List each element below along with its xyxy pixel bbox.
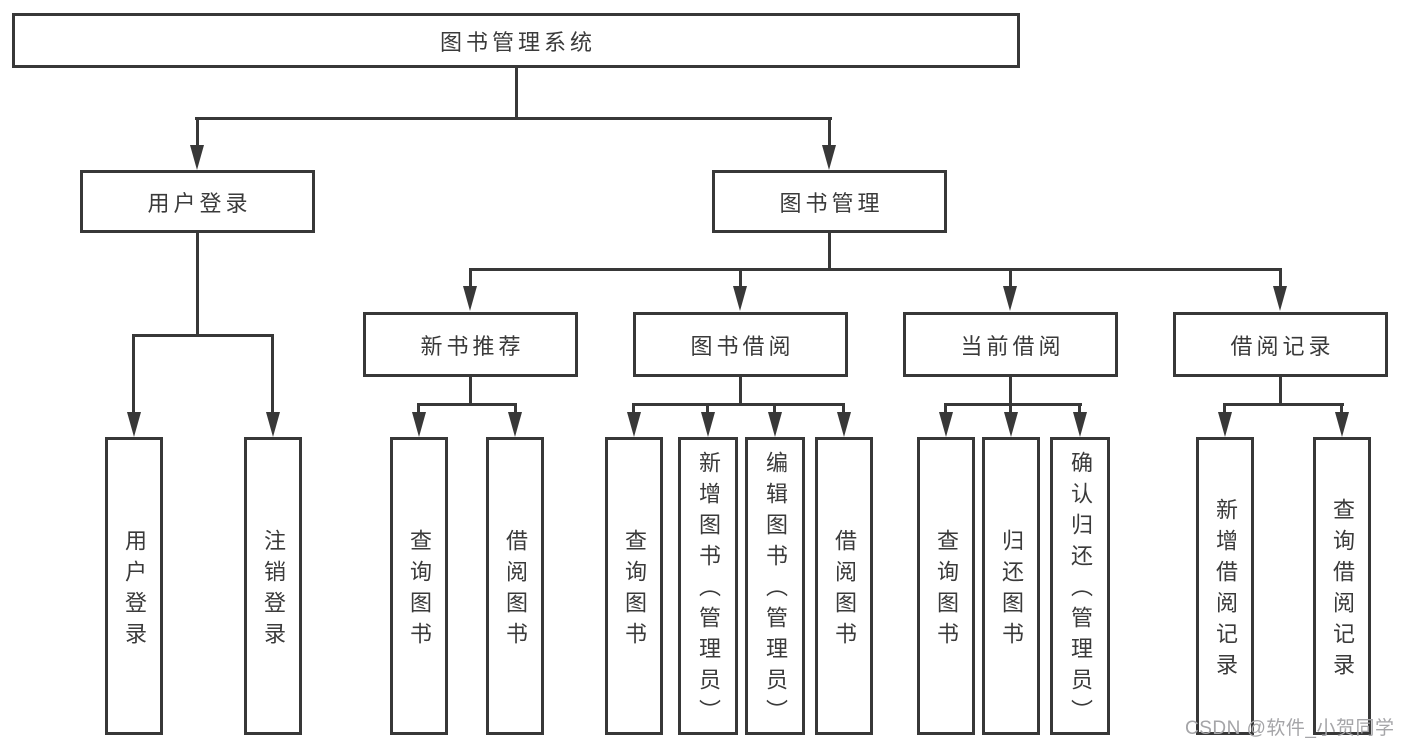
node-label: 查询图书 [407, 528, 432, 653]
node-label: 查询图书 [622, 528, 647, 653]
leaf-return-book: 归还图书 [982, 437, 1040, 735]
arrow-down-icon [939, 412, 953, 437]
branch-book-management: 图书管理 [712, 170, 947, 233]
connector-line [632, 403, 844, 406]
node-label: 图书管理系统 [439, 29, 596, 55]
node-label: 用户登录 [147, 190, 252, 216]
leaf-logout: 注销登录 [244, 437, 302, 735]
node-label: 图书管理 [779, 190, 884, 216]
arrow-down-icon [1004, 412, 1018, 437]
node-label: 归还图书 [999, 528, 1024, 653]
connector-line [195, 117, 832, 120]
arrow-down-icon [508, 412, 522, 437]
connector-line [1279, 377, 1282, 406]
connector-line [469, 268, 472, 289]
connector-line [739, 377, 742, 406]
node-label: 注销登录 [261, 528, 286, 653]
branch-user-login: 用户登录 [80, 170, 315, 233]
connector-line [739, 268, 742, 289]
connector-line [469, 377, 472, 406]
connector-line [1009, 377, 1012, 406]
watermark: CSDN @软件_小贺同学 [1185, 718, 1395, 739]
leaf-add-borrow-record: 新增借阅记录 [1196, 437, 1254, 735]
connector-line [469, 268, 1282, 271]
arrow-down-icon [266, 412, 280, 437]
branch-book-borrow: 图书借阅 [633, 312, 848, 377]
arrow-down-icon [701, 412, 715, 437]
connector-line [417, 403, 420, 415]
connector-line [944, 403, 947, 415]
connector-line [1279, 268, 1282, 289]
node-label: 新书推荐 [420, 333, 525, 359]
node-label: 借阅图书 [503, 528, 528, 653]
arrow-down-icon [733, 286, 747, 311]
connector-line [706, 403, 709, 415]
node-label: 借阅记录 [1230, 333, 1335, 359]
leaf-add-book-admin: 新增图书（管理员） [678, 437, 738, 735]
branch-new-book-recommend: 新书推荐 [363, 312, 578, 377]
leaf-query-books-3: 查询图书 [917, 437, 975, 735]
leaf-borrow-books-2: 借阅图书 [815, 437, 873, 735]
connector-line [842, 403, 845, 415]
node-label: 借阅图书 [832, 528, 857, 653]
node-label: 新增图书（管理员） [696, 451, 721, 730]
branch-current-borrow: 当前借阅 [903, 312, 1118, 377]
connector-line [515, 68, 518, 119]
arrow-down-icon [627, 412, 641, 437]
connector-line [1009, 403, 1012, 415]
leaf-confirm-return-admin: 确认归还（管理员） [1050, 437, 1110, 735]
connector-line [632, 403, 635, 415]
arrow-down-icon [127, 412, 141, 437]
connector-line [1078, 403, 1081, 415]
arrow-down-icon [1073, 412, 1087, 437]
arrow-down-icon [1335, 412, 1349, 437]
connector-line [196, 233, 199, 336]
connector-line [1340, 403, 1343, 415]
connector-line [828, 233, 831, 271]
node-label: 编辑图书（管理员） [763, 451, 788, 730]
node-label: 新增借阅记录 [1213, 497, 1238, 684]
connector-line [196, 117, 199, 147]
arrow-down-icon [1273, 286, 1287, 311]
connector-line [828, 117, 831, 147]
connector-line [514, 403, 517, 415]
arrow-down-icon [463, 286, 477, 311]
node-label: 确认归还（管理员） [1068, 451, 1093, 730]
connector-line [271, 334, 274, 414]
leaf-borrow-books-1: 借阅图书 [486, 437, 544, 735]
leaf-query-borrow-record: 查询借阅记录 [1313, 437, 1371, 735]
arrow-down-icon [412, 412, 426, 437]
connector-line [773, 403, 776, 415]
connector-line [132, 334, 274, 337]
connector-line [417, 403, 517, 406]
node-label: 查询借阅记录 [1330, 497, 1355, 684]
connector-line [944, 403, 1082, 406]
arrow-down-icon [1218, 412, 1232, 437]
arrow-down-icon [190, 145, 204, 170]
connector-line [1223, 403, 1226, 415]
node-label: 图书借阅 [690, 333, 795, 359]
leaf-query-books-2: 查询图书 [605, 437, 663, 735]
arrow-down-icon [837, 412, 851, 437]
branch-borrow-records: 借阅记录 [1173, 312, 1388, 377]
node-root: 图书管理系统 [12, 13, 1020, 68]
leaf-edit-book-admin: 编辑图书（管理员） [745, 437, 805, 735]
leaf-query-books-1: 查询图书 [390, 437, 448, 735]
connector-line [1223, 403, 1344, 406]
arrow-down-icon [1003, 286, 1017, 311]
connector-line [132, 334, 135, 414]
connector-line [1009, 268, 1012, 289]
node-label: 查询图书 [934, 528, 959, 653]
leaf-user-login: 用户登录 [105, 437, 163, 735]
arrow-down-icon [768, 412, 782, 437]
node-label: 用户登录 [122, 528, 147, 653]
node-label: 当前借阅 [960, 333, 1065, 359]
arrow-down-icon [822, 145, 836, 170]
